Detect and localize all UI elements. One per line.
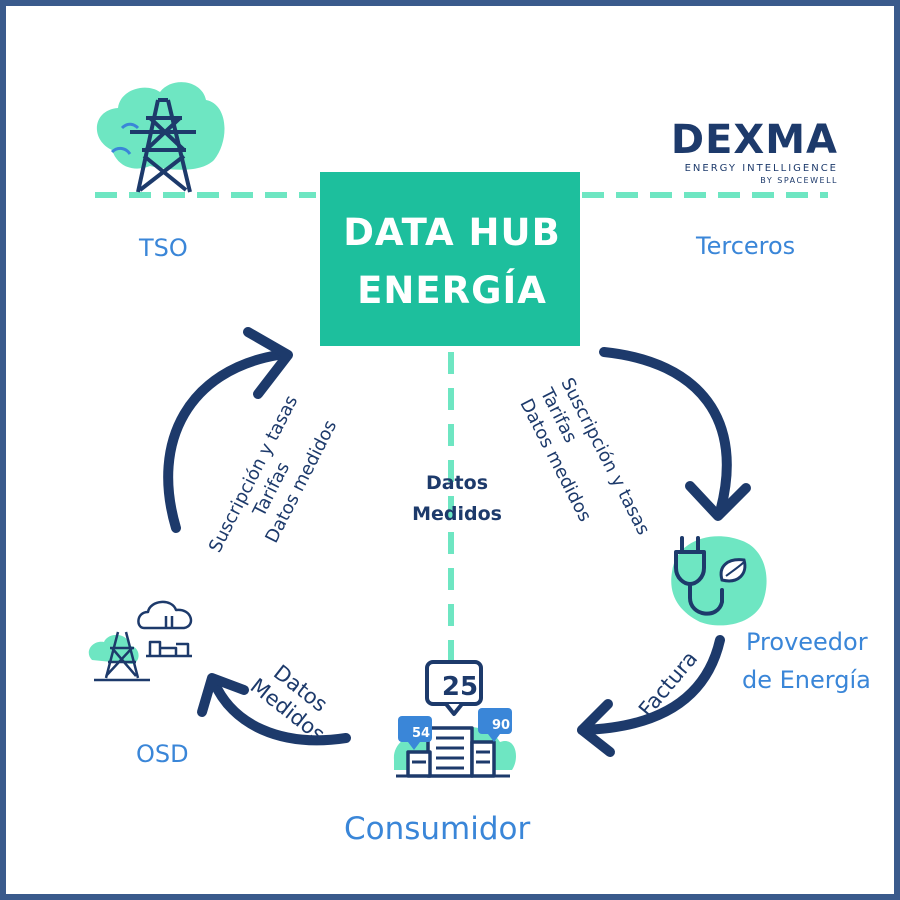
center-flow-label: Datos Medidos — [402, 468, 512, 530]
building-icon — [393, 660, 516, 778]
datos-medidos-arrow — [197, 673, 351, 746]
cloud-tower-city-icon — [88, 600, 193, 682]
factura-arrow — [577, 635, 725, 757]
plug-leaf-icon — [671, 536, 767, 626]
diagram-canvas — [88, 82, 828, 778]
right-arc-arrow — [599, 347, 751, 521]
terceros-label: Terceros — [696, 232, 796, 260]
tso-label: TSO — [139, 234, 188, 262]
hub-title: DATA HUB ENERGÍA — [322, 172, 582, 352]
left-arc-arrow — [163, 327, 293, 533]
hub-title-line2: ENERGÍA — [357, 269, 547, 312]
hub-box — [320, 172, 580, 346]
badge-main-value: 25 — [441, 672, 479, 702]
osd-label: OSD — [136, 740, 189, 768]
hub-title-line1: DATA HUB — [343, 211, 561, 254]
badge-left-value: 54 — [411, 726, 431, 741]
badge-right-value: 90 — [491, 718, 511, 733]
center-flow-line2: Medidos — [412, 503, 502, 525]
dexma-logo: DEXMA ENERGY INTELLIGENCE BY SPACEWELL — [668, 118, 838, 186]
logo-name: DEXMA — [670, 117, 838, 163]
logo-byline: BY SPACEWELL — [760, 176, 838, 185]
logo-tagline: ENERGY INTELLIGENCE — [684, 163, 838, 174]
proveedor-label-line1: Proveedor — [746, 628, 868, 656]
proveedor-label-line2: de Energía — [742, 666, 871, 694]
consumidor-label: Consumidor — [344, 811, 531, 847]
center-flow-line1: Datos — [425, 472, 489, 494]
transmission-tower-icon — [96, 82, 225, 193]
